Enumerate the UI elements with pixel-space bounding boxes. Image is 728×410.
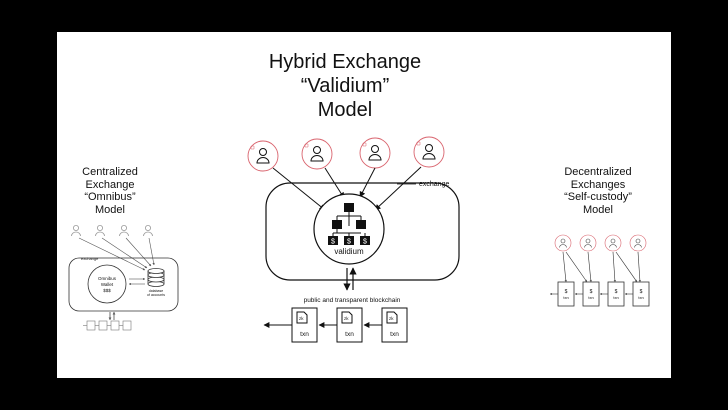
- left-heading-line-3: “Omnibus”: [84, 191, 136, 203]
- right-txn-dollar-4: $: [640, 289, 643, 295]
- right-txn-label-4: txn: [638, 295, 643, 300]
- zk-label-1: zk: [299, 316, 304, 321]
- wallet-line-2: Wallet: [101, 282, 114, 287]
- wallet-line-3: $$$: [103, 288, 111, 293]
- right-txn-dollar-2: $: [590, 289, 593, 295]
- right-user-icon: [554, 234, 647, 252]
- left-user-arrows: [78, 237, 155, 271]
- left-mini-blockchain: [83, 320, 132, 331]
- center-chain-arrows: [343, 267, 357, 291]
- center-user-arrows: [272, 166, 422, 211]
- validium-label: validium: [334, 247, 364, 256]
- right-user-arrows: [562, 251, 642, 283]
- txn-label-3: txn: [390, 331, 399, 338]
- right-txn-label-3: txn: [613, 295, 618, 300]
- left-chain-arrows: [108, 311, 116, 321]
- left-user-icon: [71, 224, 153, 237]
- zk-labels: zk zk zk txn txn txn: [299, 316, 399, 338]
- left-heading-line-4: Model: [95, 204, 125, 216]
- title-line-3: Model: [318, 99, 372, 121]
- database-icon: [147, 268, 165, 287]
- decentralized-exchange-section: Decentralized Exchanges “Self-custody” M…: [549, 166, 650, 307]
- omnibus-wallet-circle: [87, 264, 127, 304]
- left-exchange-label: exchange: [81, 256, 99, 261]
- center-user-icon: [247, 136, 445, 172]
- database-line-1: database: [149, 289, 163, 293]
- right-txn-label-1: txn: [563, 295, 568, 300]
- centralized-exchange-section: Centralized Exchange “Omnibus” Model exc…: [68, 166, 179, 331]
- title-line-1: Hybrid Exchange: [269, 51, 421, 73]
- txn-label-1: txn: [300, 331, 309, 338]
- title-line-2: “Validium”: [301, 75, 390, 97]
- validium-hierarchy-icon: $ $ $: [328, 203, 370, 246]
- center-exchange-box: [265, 182, 460, 281]
- hybrid-exchange-section: exchange: [247, 136, 460, 343]
- slide: Hybrid Exchange “Validium” Model Central…: [57, 32, 671, 378]
- right-txn-label-2: txn: [588, 295, 593, 300]
- right-heading-line-4: Model: [583, 204, 613, 216]
- node-dollar-2: $: [347, 239, 351, 246]
- node-dollar-3: $: [363, 239, 367, 246]
- wallet-database-arrows: [128, 277, 146, 286]
- right-txn-dollar-3: $: [615, 289, 618, 295]
- blockchain-label: public and transparent blockchain: [304, 297, 401, 304]
- right-heading-line-3: “Self-custody”: [564, 191, 632, 203]
- txn-label-2: txn: [345, 331, 354, 338]
- title: Hybrid Exchange “Validium” Model: [269, 51, 421, 121]
- database-line-2: of accounts: [147, 293, 165, 297]
- diagram-canvas: Hybrid Exchange “Validium” Model Central…: [68, 51, 650, 343]
- center-exchange-label: exchange: [419, 181, 449, 188]
- right-heading-line-1: Decentralized: [564, 166, 631, 178]
- right-heading-line-2: Exchanges: [571, 179, 626, 191]
- zk-label-2: zk: [344, 316, 349, 321]
- wallet-line-1: Omnibus: [98, 276, 117, 281]
- right-txn-labels: $ $ $ $ txn txn txn txn: [563, 289, 643, 300]
- right-txn-dollar-1: $: [565, 289, 568, 295]
- node-dollar-1: $: [331, 239, 335, 246]
- validium-circle: [313, 193, 385, 265]
- zk-label-3: zk: [389, 316, 394, 321]
- left-heading-line-2: Exchange: [86, 179, 135, 191]
- left-exchange-box: [68, 257, 179, 312]
- left-heading-line-1: Centralized: [82, 166, 138, 178]
